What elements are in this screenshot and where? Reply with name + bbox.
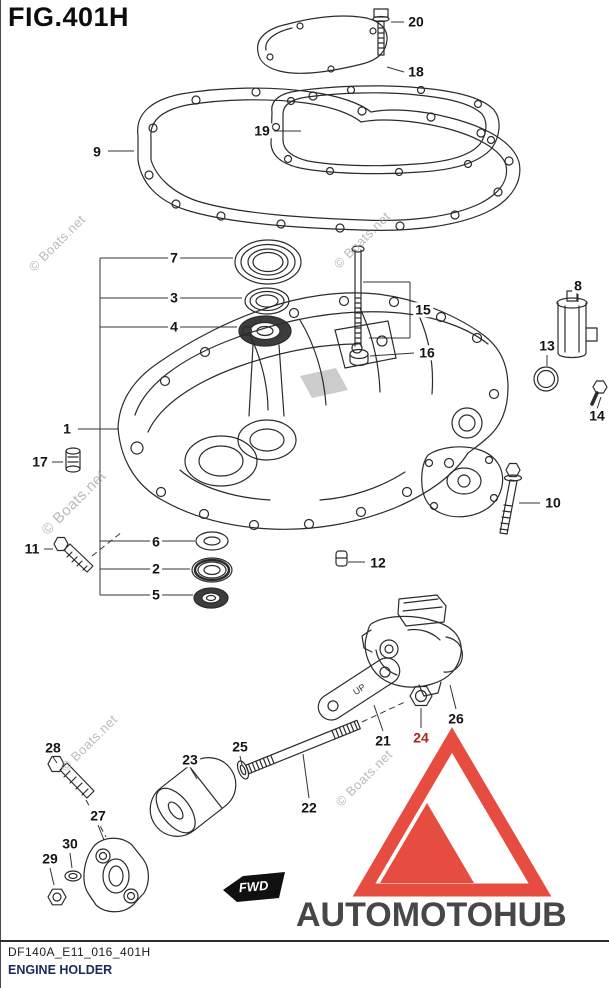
part-number-25: 25 xyxy=(230,738,250,755)
part-number-21: 21 xyxy=(373,732,393,749)
part-19-gasket xyxy=(270,85,500,177)
part-27-flange-bracket xyxy=(83,837,149,913)
part-21-up-plate: UP xyxy=(317,657,401,721)
part-26-mount-bracket xyxy=(361,594,463,697)
part-number-7: 7 xyxy=(168,249,180,266)
part-16-nut xyxy=(349,348,369,367)
part-11-bolt xyxy=(53,536,94,573)
part-28-bolt xyxy=(47,755,95,799)
part-number-16: 16 xyxy=(417,344,437,361)
fwd-label: FWD xyxy=(238,878,269,896)
part-number-4: 4 xyxy=(168,318,180,335)
part-number-26: 26 xyxy=(446,710,466,727)
part-6-washer xyxy=(195,531,229,551)
part-number-5: 5 xyxy=(150,586,162,603)
part-12-cap xyxy=(335,550,348,567)
part-20-bolt xyxy=(372,8,390,56)
part-number-14: 14 xyxy=(587,407,607,424)
part-number-9: 9 xyxy=(91,143,103,160)
part-number-24: 24 xyxy=(411,729,431,746)
fwd-arrow: FWD xyxy=(223,872,285,902)
part-number-8: 8 xyxy=(572,277,584,294)
part-number-28: 28 xyxy=(43,739,63,756)
part-4-seal xyxy=(238,315,292,417)
part-23-rubber-mount xyxy=(149,757,237,837)
figure-title: FIG.401H xyxy=(8,2,130,32)
part-30-washer xyxy=(64,870,82,882)
part-2-bearing xyxy=(191,557,233,583)
part-number-20: 20 xyxy=(406,13,426,30)
part-number-12: 12 xyxy=(368,554,388,571)
brand-logo-outer-triangle xyxy=(352,727,552,897)
part-number-27: 27 xyxy=(88,807,108,824)
part-number-23: 23 xyxy=(180,751,200,768)
part-number-18: 18 xyxy=(406,63,426,80)
part-14-bolt xyxy=(590,380,608,406)
part-number-11: 11 xyxy=(22,540,42,557)
part-25-washer xyxy=(236,760,250,780)
part-24-nut xyxy=(409,685,433,707)
part-number-10: 10 xyxy=(543,494,563,511)
part-18-cover xyxy=(257,15,388,74)
leader-lines xyxy=(44,21,602,886)
part-number-22: 22 xyxy=(299,799,319,816)
part-5-seal xyxy=(193,587,229,609)
part-7-bearing xyxy=(234,239,302,285)
drawing-code: DF140A_E11_016_401H xyxy=(8,945,151,959)
drawing-name: ENGINE HOLDER xyxy=(8,963,113,977)
part-22-stud xyxy=(245,719,361,775)
part-3-seal xyxy=(244,287,290,315)
brand-logo xyxy=(352,727,552,897)
footer-divider xyxy=(0,940,609,942)
part-number-15: 15 xyxy=(413,301,433,318)
brand-wordmark: AUTOMOTOHUB xyxy=(296,896,567,934)
brand-logo-inner-triangle xyxy=(380,803,474,883)
part-number-17: 17 xyxy=(30,453,50,470)
part-number-6: 6 xyxy=(150,533,162,550)
left-border-line xyxy=(0,0,1,988)
part-9-gasket xyxy=(137,87,521,233)
part-number-29: 29 xyxy=(40,850,60,867)
up-label: UP xyxy=(351,682,367,697)
part-number-13: 13 xyxy=(537,337,557,354)
part-15-stud-bolt xyxy=(351,245,365,347)
part-number-1: 1 xyxy=(61,420,73,437)
part-number-3: 3 xyxy=(168,289,180,306)
part-number-19: 19 xyxy=(252,122,272,139)
part-number-2: 2 xyxy=(150,560,162,577)
part-number-30: 30 xyxy=(60,835,80,852)
part-29-nut xyxy=(47,888,67,906)
part-1-engine-holder-body xyxy=(117,292,509,531)
part-10-bolt xyxy=(499,462,523,535)
part-8-fitting xyxy=(556,290,598,359)
part-17-dowel-pin xyxy=(65,447,81,473)
part-13-o-ring xyxy=(533,366,559,392)
